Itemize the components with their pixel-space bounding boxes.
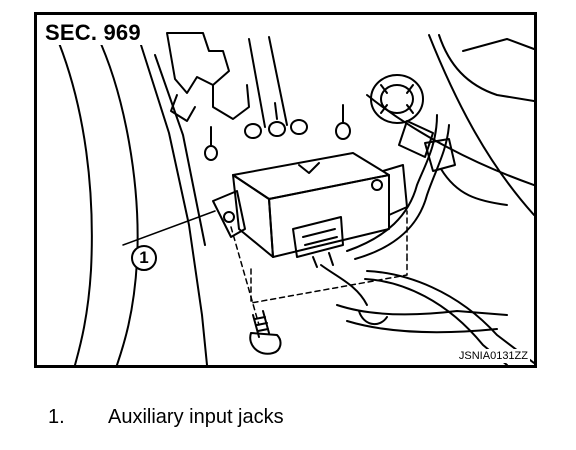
module-top-notch xyxy=(298,162,320,174)
jack-body xyxy=(398,120,434,158)
callout-number: 1 xyxy=(131,245,157,271)
lower-tray-knob xyxy=(358,310,388,326)
panel-hole xyxy=(268,121,286,137)
upper-bracket-tab xyxy=(170,94,196,122)
console-panel-edge-2 xyxy=(154,54,206,246)
legend-text: Auxiliary input jacks xyxy=(108,406,284,428)
console-trim-panel xyxy=(96,34,139,365)
auxiliary-jack-illustration xyxy=(58,32,534,365)
module-top xyxy=(232,152,390,200)
lower-tray xyxy=(336,304,508,316)
wiring-harness xyxy=(346,114,438,252)
mounting-hole-right xyxy=(371,179,383,191)
connector-housing xyxy=(292,216,344,258)
boss-guide xyxy=(274,102,278,120)
mounting-plate xyxy=(212,190,246,238)
console-panel-edge xyxy=(140,44,208,365)
wiring-harness-2 xyxy=(354,124,450,260)
upper-panel-rail-2 xyxy=(268,36,288,126)
panel-boss-left xyxy=(204,145,218,161)
jack-socket-ribs xyxy=(380,84,414,114)
legend-item: 1. Auxiliary input jacks xyxy=(48,406,548,432)
harness-lower xyxy=(366,270,534,364)
lower-tray-edge xyxy=(346,320,498,334)
harness-down xyxy=(320,264,368,306)
right-console-panel xyxy=(462,38,534,52)
connector-ridges xyxy=(302,228,338,246)
module-front xyxy=(268,174,390,258)
jack-plug xyxy=(424,138,456,172)
legend-number: 1. xyxy=(48,406,65,428)
upper-panel-rail xyxy=(248,38,266,128)
right-console-body xyxy=(428,34,534,216)
section-label: SEC. 969 xyxy=(43,21,145,45)
mounting-hole-left xyxy=(223,211,235,223)
connector-lead xyxy=(312,252,334,268)
bolt-guide-line xyxy=(230,226,260,326)
module-right-tab xyxy=(382,164,408,216)
module-side xyxy=(232,174,274,258)
console-trim-inner xyxy=(58,42,93,365)
illustration-frame: SEC. 969 JSNIA0131ZZ 1 xyxy=(34,12,537,368)
panel-hole xyxy=(290,119,308,135)
assembly-guide-box xyxy=(250,258,408,304)
right-console-top xyxy=(438,34,534,102)
harness-lower-2 xyxy=(364,278,508,365)
figure-code: JSNIA0131ZZ xyxy=(456,349,530,363)
jack-socket-inner xyxy=(380,84,414,114)
callout-leader xyxy=(122,210,216,246)
upper-bracket-lip xyxy=(212,84,250,120)
right-console-lower xyxy=(366,94,534,186)
panel-hole xyxy=(244,123,262,139)
upper-bracket xyxy=(166,32,230,94)
jack-socket-outer xyxy=(370,74,424,124)
jack-plug-cable xyxy=(440,168,508,206)
bolt-head xyxy=(249,332,282,355)
bolt-threads xyxy=(254,316,269,332)
panel-boss xyxy=(335,122,351,140)
